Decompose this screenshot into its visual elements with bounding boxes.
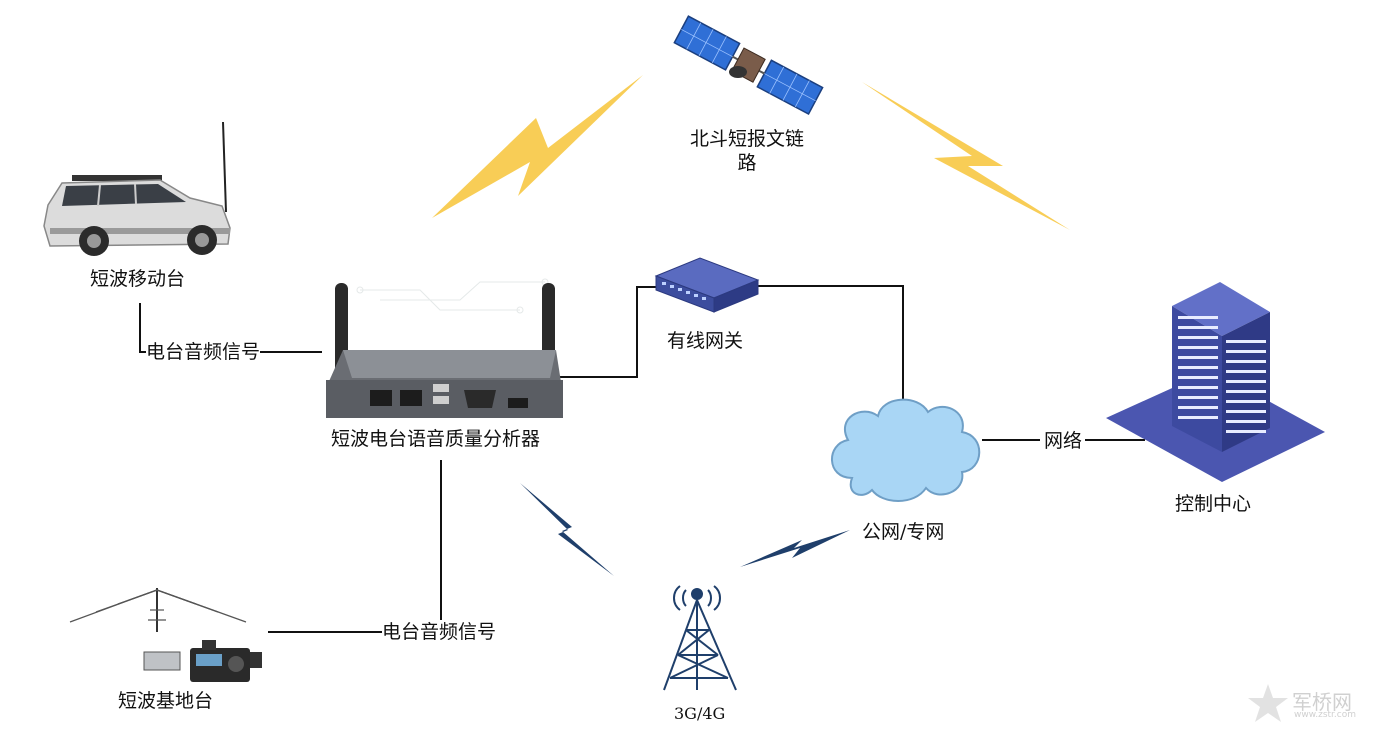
gateway-icon	[654, 257, 760, 313]
star-icon	[1248, 684, 1288, 722]
watermark: 军桥网 www.zstr.com	[1246, 680, 1376, 730]
line-analyzer-to-gateway	[558, 286, 658, 378]
lightning-right-icon	[862, 82, 1070, 230]
beidou-label: 北斗短报文链 路	[672, 127, 822, 175]
satellite-links	[432, 75, 1070, 230]
lightning-cloud-cell-icon	[740, 530, 850, 567]
gateway-label: 有线网关	[667, 329, 744, 353]
vehicle-icon	[43, 121, 231, 256]
base-station-label: 短波基地台	[118, 689, 214, 713]
cellular-links	[520, 483, 850, 576]
beidou-label-line1: 北斗短报文链	[689, 128, 804, 150]
analyzer-device-icon	[326, 278, 563, 418]
line-gateway-to-cloud	[757, 285, 904, 412]
building-windows	[1178, 316, 1266, 433]
antenna-icon	[69, 588, 247, 632]
satellite-icon	[673, 15, 824, 116]
watermark-subtext: www.zstr.com	[1294, 710, 1357, 720]
network-label: 网络	[1044, 429, 1083, 453]
connector-lines	[139, 285, 1145, 633]
lightning-left-icon	[432, 75, 643, 218]
radio-icon	[143, 640, 262, 682]
watermark-text: 军桥网	[1292, 690, 1352, 714]
audio-signal-label-bottom: 电台音频信号	[382, 620, 497, 644]
public-network-label: 公网/专网	[862, 520, 945, 544]
control-center-label: 控制中心	[1175, 492, 1252, 516]
line-analyzer-to-base	[268, 460, 442, 633]
analyzer-label: 短波电台语音质量分析器	[331, 427, 541, 451]
audio-signal-label-top: 电台音频信号	[146, 340, 261, 364]
cloud-icon	[831, 398, 981, 502]
lightning-analyzer-cell-icon	[520, 483, 614, 576]
mobile-station-label: 短波移动台	[90, 267, 186, 291]
beidou-label-line2: 路	[737, 152, 757, 174]
cellular-label: 3G/4G	[674, 702, 726, 726]
cell-tower-icon	[663, 585, 737, 691]
building-icon	[1106, 282, 1325, 482]
